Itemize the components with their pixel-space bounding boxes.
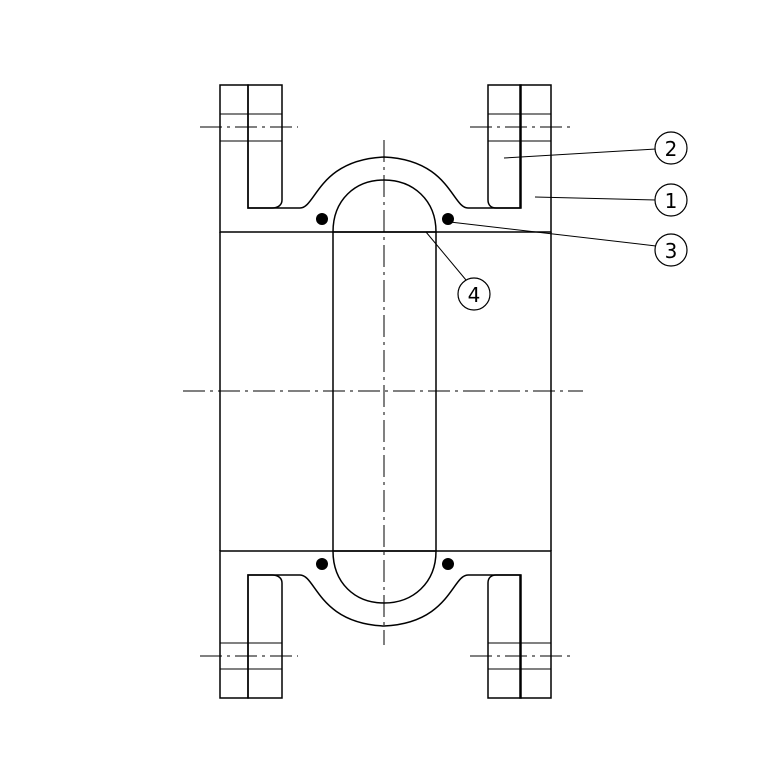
seal-ring-left-top (316, 213, 328, 225)
callout-3-number: 3 (665, 239, 678, 263)
leader-1 (534, 196, 657, 201)
callout-4-number: 4 (468, 283, 481, 307)
seal-ring-right-bottom (442, 558, 454, 570)
rubber-body-top (219, 84, 552, 233)
leader-3 (449, 221, 657, 247)
seal-ring-right-top (442, 213, 454, 225)
callout-1-number: 1 (665, 189, 678, 213)
leader-lines (425, 148, 657, 281)
callout-2: 2 (654, 131, 688, 165)
callout-3: 3 (654, 233, 688, 267)
rubber-body-bottom (219, 550, 552, 699)
callout-1: 1 (654, 183, 688, 217)
callout-4: 4 (457, 277, 491, 311)
callout-4-circle (457, 277, 491, 311)
callout-2-number: 2 (665, 137, 678, 161)
flange-right-bottom (487, 574, 522, 699)
flange-left-top (247, 84, 283, 209)
flange-right-top (487, 84, 522, 209)
callout-1-circle (654, 183, 688, 217)
flange-left-bottom (247, 574, 283, 699)
center-lines (183, 126, 583, 657)
callout-2-circle (654, 131, 688, 165)
leader-4 (425, 231, 467, 281)
bottom-section (219, 550, 552, 699)
top-section (219, 84, 552, 233)
leader-2 (503, 148, 657, 159)
seal-ring-left-bottom (316, 558, 328, 570)
callout-3-circle (654, 233, 688, 267)
